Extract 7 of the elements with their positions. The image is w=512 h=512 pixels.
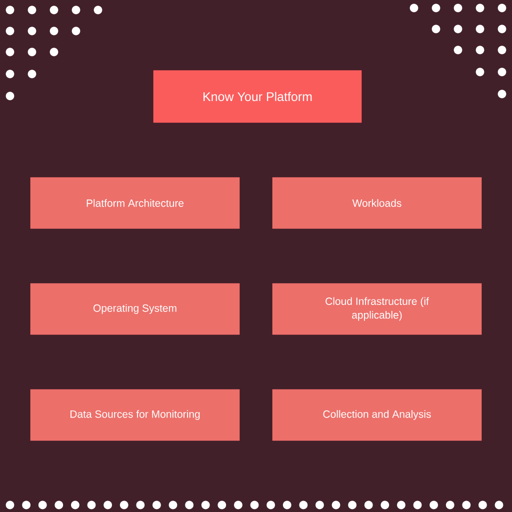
topic-box: Data Sources for Monitoring	[30, 388, 240, 442]
topic-box: Operating System	[30, 282, 240, 336]
topic-box: Workloads	[272, 176, 482, 230]
topic-box: Cloud Infrastructure (if applicable)	[272, 282, 482, 336]
topic-box: Collection and Analysis	[272, 388, 482, 442]
topic-box: Platform Architecture	[30, 176, 240, 230]
title-box: Know Your Platform	[152, 70, 362, 124]
